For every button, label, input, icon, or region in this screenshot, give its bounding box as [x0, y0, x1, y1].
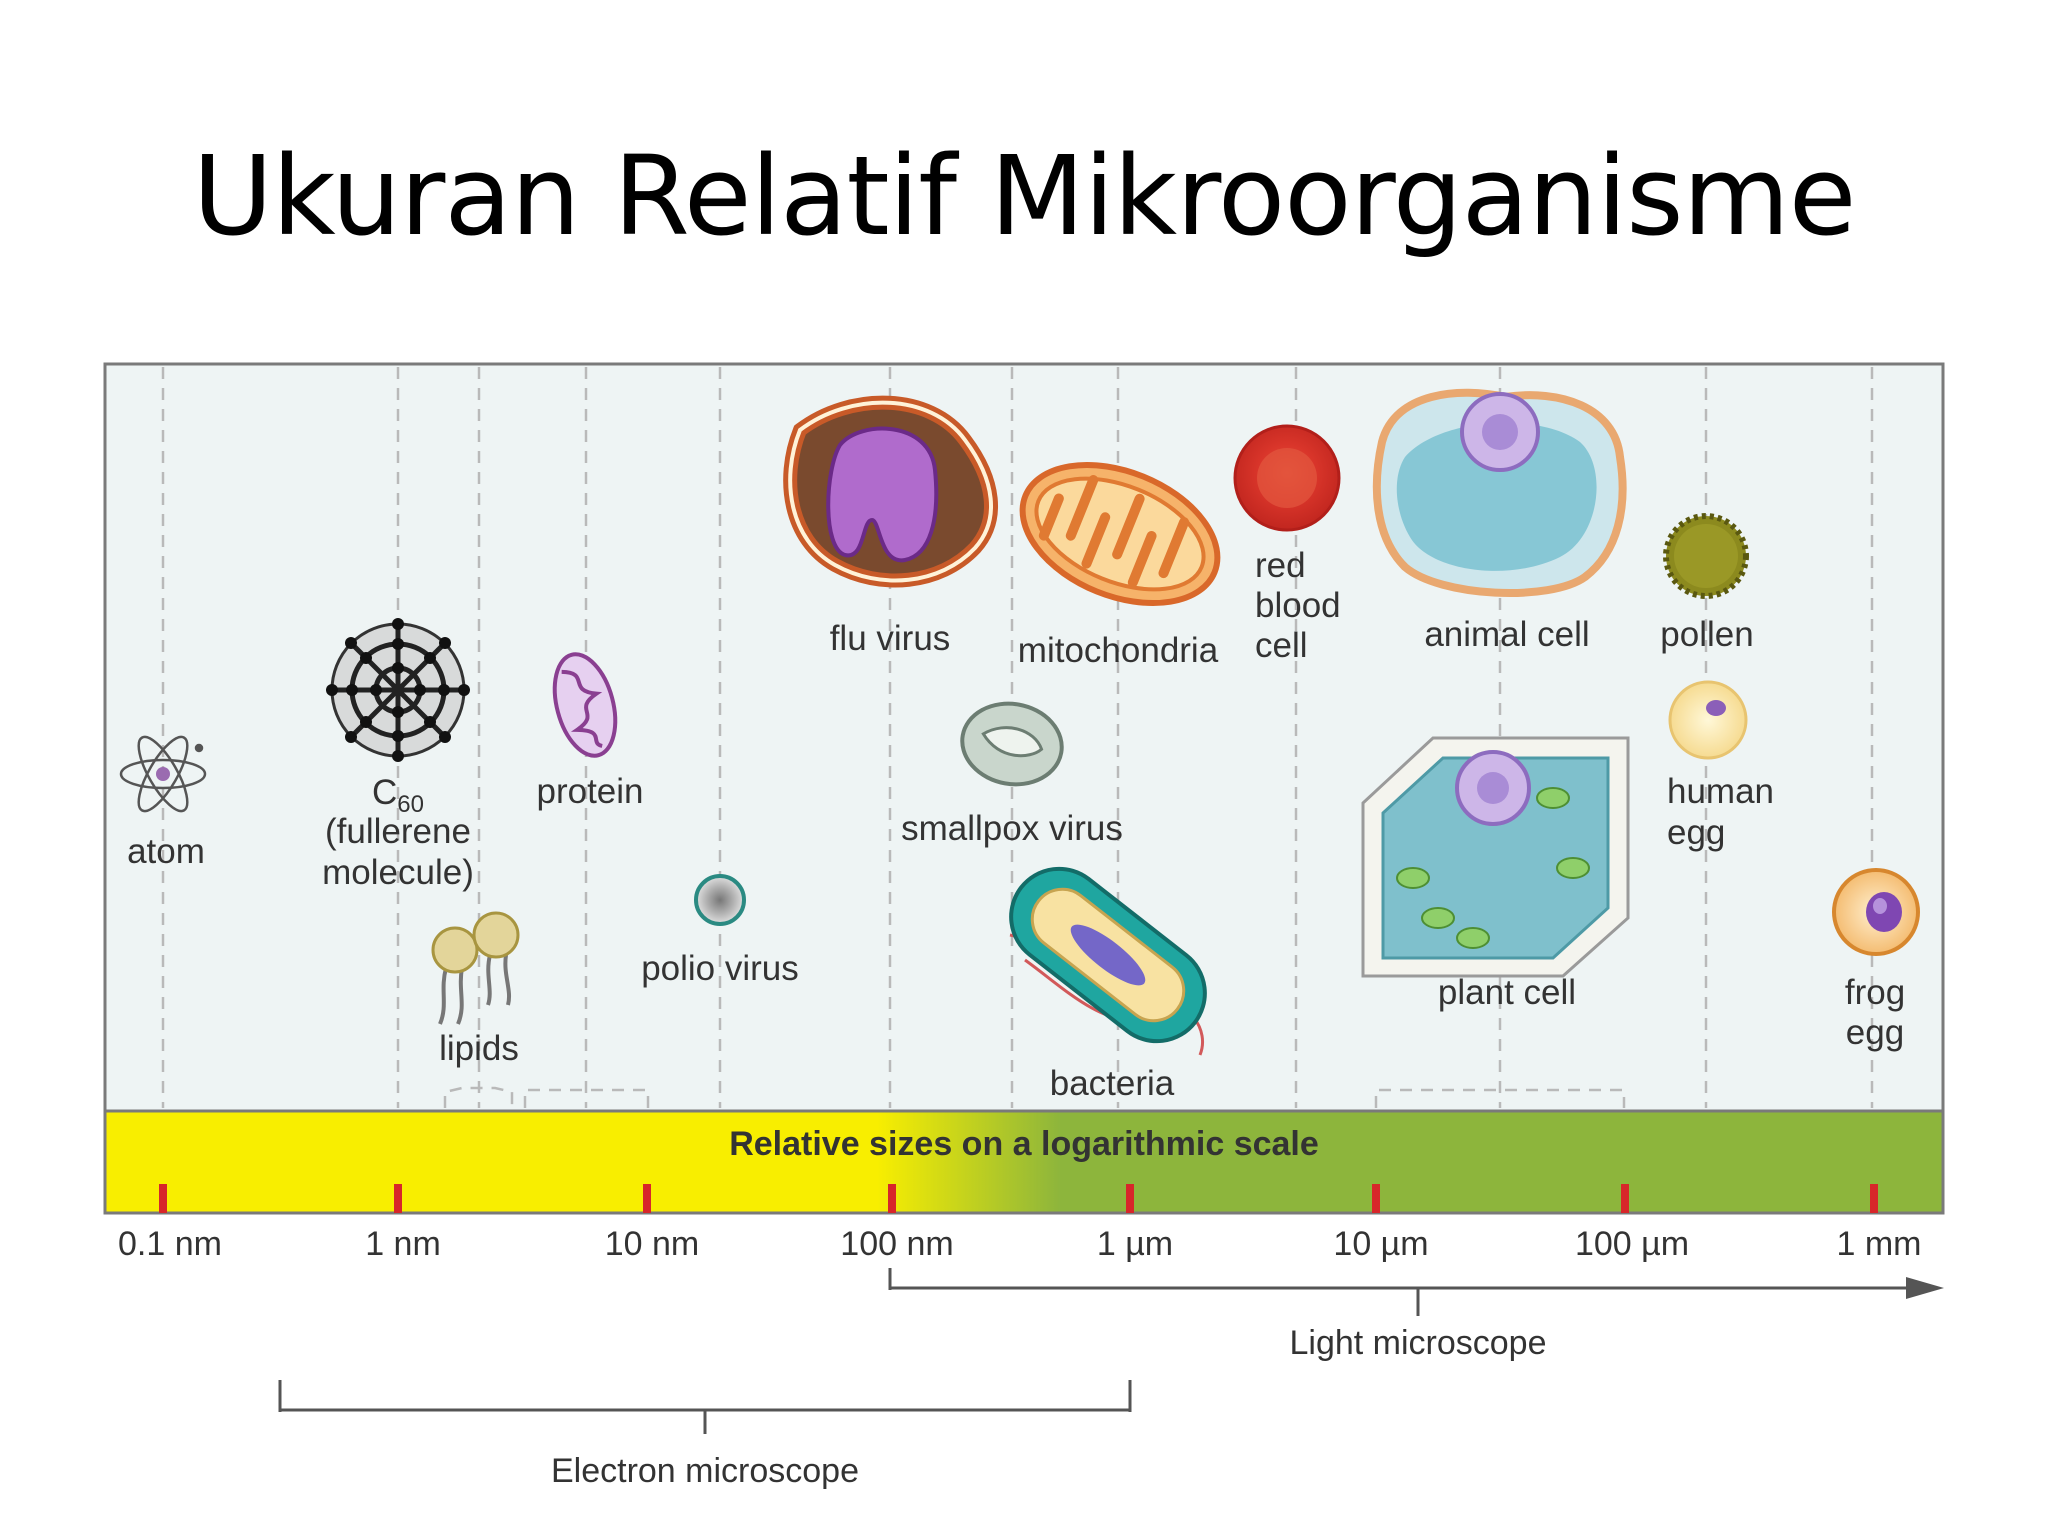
label-frog-egg-2: egg — [1846, 1013, 1904, 1052]
label-c60-line3: molecule) — [322, 853, 474, 892]
tick-label-4: 1 µm — [1097, 1225, 1173, 1263]
tick-marks — [159, 1184, 1878, 1213]
tick-label-1: 1 nm — [365, 1225, 441, 1263]
flu-virus-icon — [783, 395, 998, 588]
pollen-icon — [1663, 513, 1749, 599]
tick-label-0: 0.1 nm — [118, 1225, 222, 1263]
label-flu: flu virus — [830, 619, 951, 658]
scale-banner-label: Relative sizes on a logarithmic scale — [729, 1125, 1319, 1163]
electron-microscope-range — [278, 1380, 1132, 1434]
label-c60-line2: (fullerene — [325, 812, 471, 851]
label-pollen: pollen — [1660, 615, 1753, 654]
label-atom: atom — [127, 832, 205, 871]
label-bacteria: bacteria — [1050, 1064, 1175, 1103]
label-human-egg-2: egg — [1667, 813, 1725, 852]
label-polio: polio virus — [641, 949, 799, 988]
scale-banner — [103, 1109, 1945, 1215]
frog-egg-icon — [1832, 868, 1920, 956]
human-egg-icon — [1668, 680, 1748, 760]
red-blood-cell-icon — [1233, 424, 1341, 532]
atom-icon — [119, 735, 207, 813]
light-microscope-range — [888, 1268, 1912, 1316]
protein-icon — [552, 652, 618, 758]
label-animal-cell: animal cell — [1424, 615, 1589, 654]
lipids-icon — [431, 911, 520, 1025]
mitochondria-icon — [1019, 461, 1221, 607]
label-light-microscope: Light microscope — [1289, 1324, 1546, 1362]
polio-virus-icon — [694, 874, 746, 926]
label-frog-egg-1: frog — [1845, 973, 1905, 1012]
label-protein: protein — [536, 772, 643, 811]
label-mitochondria: mitochondria — [1018, 631, 1219, 670]
page-title: Ukuran Relatif Mikroorganisme — [192, 132, 1857, 260]
tick-label-7: 1 mm — [1837, 1225, 1922, 1263]
smallpox-virus-icon — [960, 701, 1064, 787]
animal-cell-icon — [1372, 388, 1627, 597]
label-human-egg-1: human — [1667, 772, 1774, 811]
bacteria-icon — [1009, 866, 1207, 1056]
label-rbc-2: blood — [1255, 586, 1341, 625]
label-lipids: lipids — [439, 1029, 519, 1068]
tick-label-3: 100 nm — [840, 1225, 953, 1263]
fullerene-icon — [326, 618, 470, 762]
label-electron-microscope: Electron microscope — [551, 1452, 859, 1490]
label-plant-cell: plant cell — [1438, 973, 1576, 1012]
label-rbc-3: cell — [1255, 626, 1308, 665]
label-smallpox: smallpox virus — [901, 809, 1123, 848]
tick-label-5: 10 µm — [1333, 1225, 1428, 1263]
light-microscope-arrowhead — [1906, 1277, 1944, 1299]
label-rbc-1: red — [1255, 546, 1306, 585]
tick-label-2: 10 nm — [605, 1225, 700, 1263]
label-c60: C60 — [372, 773, 424, 818]
tick-label-6: 100 µm — [1575, 1225, 1689, 1263]
plant-cell-icon — [1361, 736, 1630, 978]
